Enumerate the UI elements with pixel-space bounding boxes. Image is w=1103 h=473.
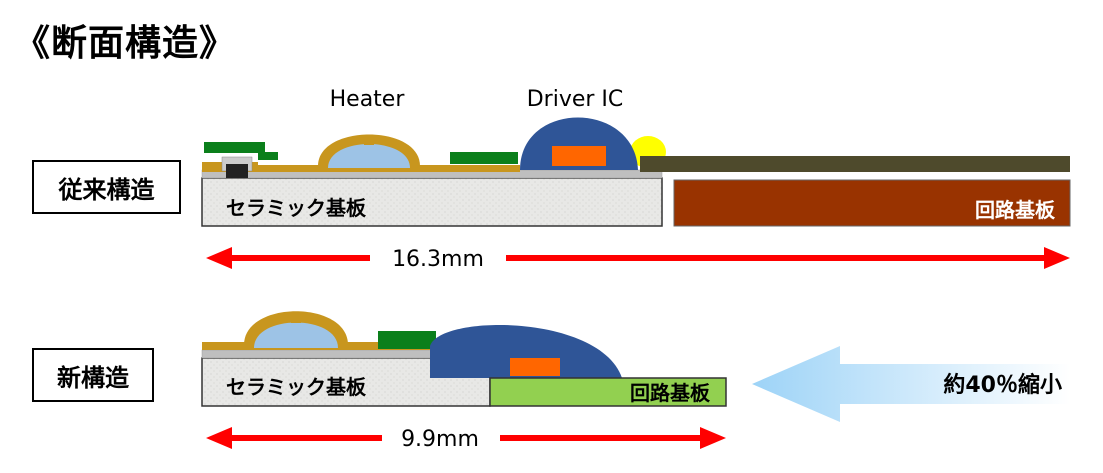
conventional-fpc-layer [640, 156, 1070, 172]
new-heater-electrode [291, 315, 301, 323]
conventional-green-pattern-left [204, 142, 278, 160]
reduction-label: 約40％縮小 [943, 372, 1062, 398]
new-section [201, 311, 1070, 449]
new-pcb [489, 377, 727, 407]
conventional-heater [328, 144, 410, 168]
conventional-arrow-right-head [1044, 247, 1070, 269]
new-driver-chip [510, 358, 560, 376]
new-structure-label: 新構造 [32, 348, 154, 402]
conventional-green-pattern-right [450, 152, 518, 164]
conventional-heater-electrode [364, 137, 374, 145]
driver-ic-label: Driver IC [527, 87, 624, 112]
new-arrow-right-head [700, 427, 726, 449]
new-ceramic-label: セラミック基板 [226, 375, 367, 399]
conventional-driver-chip [552, 146, 606, 166]
conventional-arrow-left-head [206, 247, 232, 269]
conventional-driver-ic-encapsulation [520, 117, 638, 170]
reduction-arrow [752, 346, 1070, 422]
new-driver-ic-encapsulation [430, 324, 622, 378]
conventional-pcb [673, 179, 1071, 227]
conventional-section [201, 117, 1071, 269]
new-heater [254, 322, 338, 348]
heater-label: Heater [330, 87, 406, 112]
conventional-dimension-label: 16.3mm [392, 247, 484, 272]
new-dimension-label: 9.9mm [401, 427, 479, 452]
conventional-pcb-label: 回路基板 [975, 198, 1056, 222]
new-arrow-left-head [206, 427, 232, 449]
new-pcb-label: 回路基板 [630, 381, 711, 405]
conventional-structure-label: 従来構造 [32, 160, 181, 214]
conventional-ceramic-label: セラミック基板 [226, 196, 367, 220]
page-title: 《断面構造》 [14, 23, 237, 64]
conventional-terminal-black [226, 164, 248, 178]
